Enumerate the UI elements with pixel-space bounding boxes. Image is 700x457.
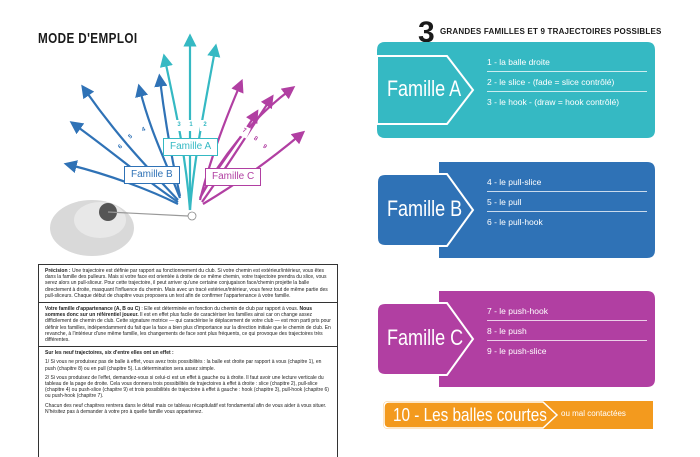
family-a-name: Famille A: [387, 76, 462, 101]
family-b-list: 4 - le pull-slice 5 - le pull 6 - le pul…: [487, 172, 647, 231]
short-balls-banner: [383, 401, 653, 429]
family-a-label: Famille A: [163, 138, 219, 156]
short-balls-sub: ou mal contactées: [561, 409, 626, 418]
family-c-name: Famille C: [387, 325, 464, 350]
section-title: GRANDES FAMILLES ET 9 TRAJECTOIRES POSSI…: [440, 27, 662, 36]
golfer-illustration: [50, 200, 197, 256]
family-b-block: Famille B 4 - le pull-slice 5 - le pull …: [377, 162, 655, 258]
family-a-list: 1 - la balle droite 2 - le slice - (fade…: [487, 52, 647, 111]
effects-conclusion: Chacun des neuf chapitres rentrera dans …: [45, 402, 327, 415]
effects-point-1: 1/ Si vous ne produisez pas de balle à e…: [45, 359, 322, 372]
list-item: 8 - le push: [487, 321, 647, 341]
list-item: 1 - la balle droite: [487, 52, 647, 72]
precision-body: Une trajectoire est définie par rapport …: [45, 268, 328, 299]
trajectory-number: 1: [186, 120, 196, 131]
trajectory-number: 2: [200, 120, 210, 131]
family-c-block: Famille C 7 - le push-hook 8 - le push 9…: [377, 291, 655, 387]
family-a-shape: [377, 42, 655, 138]
list-item: 9 - le push-slice: [487, 346, 547, 356]
family-a-block: Famille A 1 - la balle droite 2 - le sli…: [377, 42, 655, 138]
page-title: MODE D'EMPLOI: [38, 30, 138, 47]
short-balls-label: 10 - Les balles courtes: [393, 405, 547, 425]
list-item: 2 - le slice - (fade = slice contrôlé): [487, 72, 647, 92]
family-b-shape: [377, 162, 655, 258]
list-item: 7 - le push-hook: [487, 301, 647, 321]
family-lead: Votre famille d'appartenance (A, B ou C): [45, 306, 140, 313]
family-b-name: Famille B: [387, 196, 463, 221]
list-item: 5 - le pull: [487, 192, 647, 212]
precision-lead: Précision :: [45, 268, 71, 274]
family-c-shape: [377, 291, 655, 387]
explanation-box: Précision : Une trajectoire est définie …: [38, 264, 338, 457]
family-body: Il est en effet plus facile de caractéri…: [45, 312, 331, 344]
effects-title: Sur les neuf trajectoires, six d'entre e…: [45, 350, 174, 357]
list-item: 3 - le hook - (draw = hook contrôlé): [487, 97, 620, 107]
precision-paragraph: Précision : Une trajectoire est définie …: [45, 268, 331, 299]
family-c-label: Famille C: [205, 168, 262, 186]
divider: [39, 346, 337, 348]
trajectory-number: 3: [174, 120, 184, 131]
effects-point-2: 2/ Si vous produisez de l'effet, demande…: [45, 374, 329, 400]
list-item: 6 - le pull-hook: [487, 217, 543, 227]
family-b-label: Famille B: [124, 166, 180, 184]
list-item: 4 - le pull-slice: [487, 172, 647, 192]
section-number: 3: [418, 16, 435, 49]
family-bold: Nous sommes donc sur un référentiel joue…: [45, 306, 313, 319]
family-paragraph: Votre famille d'appartenance (A, B ou C)…: [45, 306, 331, 343]
family-c-list: 7 - le push-hook 8 - le push 9 - le push…: [487, 301, 647, 360]
family-mid: : Elle est déterminée en fonction du che…: [140, 306, 300, 313]
divider: [39, 302, 337, 304]
